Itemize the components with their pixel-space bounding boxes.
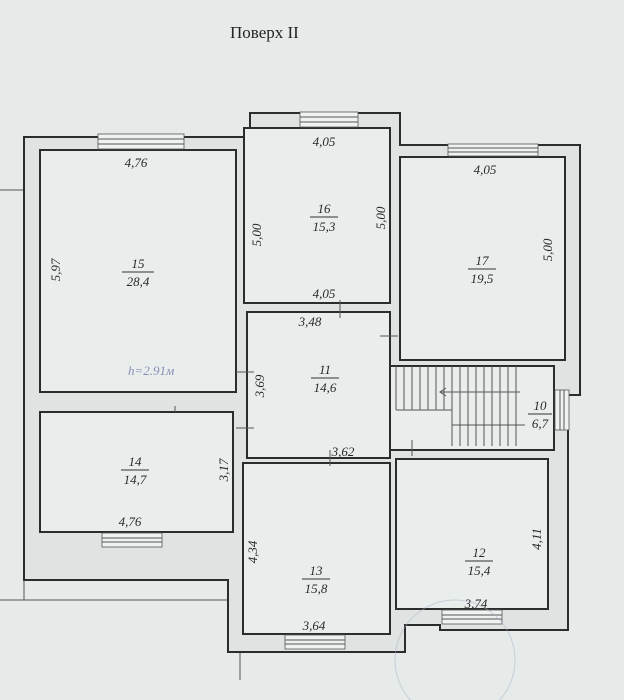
dim-r16-left: 5,00 (249, 223, 264, 246)
dim-r17-right: 5,00 (540, 238, 555, 261)
dim-r16-bottom: 4,05 (313, 286, 336, 301)
room-12-area: 15,4 (468, 563, 491, 578)
room-16 (243, 127, 391, 304)
room-10-area: 6,7 (532, 416, 549, 431)
dim-r14-bottom: 4,76 (119, 514, 142, 529)
windows (97, 111, 570, 650)
stamp-icon (394, 599, 516, 700)
dim-r16-right: 5,00 (373, 206, 388, 229)
room-12-number: 12 (473, 545, 487, 560)
dim-r16-top: 4,05 (313, 134, 336, 149)
room-11-number: 11 (319, 362, 331, 377)
room-14 (39, 411, 234, 533)
dim-r13-bottom: 3,64 (302, 618, 326, 633)
dim-r15-width: 4,76 (125, 155, 148, 170)
room-14-number: 14 (129, 454, 143, 469)
room-15-number: 15 (132, 256, 146, 271)
staircase (395, 366, 525, 446)
room-16-number: 16 (318, 201, 332, 216)
room-13-number: 13 (310, 563, 324, 578)
room-10-number: 10 (534, 398, 548, 413)
room-17-area: 19,5 (471, 271, 494, 286)
room-11-corridor (246, 311, 391, 459)
ceiling-height-note: h=2.91м (128, 363, 174, 378)
room-17 (399, 156, 566, 361)
room-12 (395, 458, 549, 610)
dim-r12-right: 4,11 (529, 528, 544, 550)
stair-direction-arrow-icon (439, 387, 520, 397)
room-11-area: 14,6 (314, 380, 337, 395)
room-16-area: 15,3 (313, 219, 336, 234)
dim-r11-bottom: 3,62 (331, 444, 355, 459)
floor-title: Поверх II (230, 23, 299, 42)
door-marks (174, 300, 413, 466)
dim-r14-right: 3,17 (216, 458, 231, 482)
dim-r11-left: 3,69 (252, 374, 267, 398)
dim-r13-left: 4,34 (245, 540, 260, 563)
room-14-area: 14,7 (124, 472, 147, 487)
dim-r11-top: 3,48 (298, 314, 322, 329)
room-13-area: 15,8 (305, 581, 328, 596)
dim-r17-top: 4,05 (474, 162, 497, 177)
room-15 (39, 149, 237, 393)
room-13 (242, 462, 391, 635)
room-15-area: 28,4 (127, 274, 150, 289)
room-17-number: 17 (476, 253, 490, 268)
room-10-stairs (389, 365, 555, 451)
dim-r15-length: 5,97 (48, 258, 63, 281)
dimension-labels: 4,76 5,97 4,05 5,00 5,00 4,05 4,05 5,00 … (48, 134, 555, 633)
room-labels: 15 28,4 16 15,3 17 19,5 11 14,6 10 6,7 1… (121, 201, 552, 596)
